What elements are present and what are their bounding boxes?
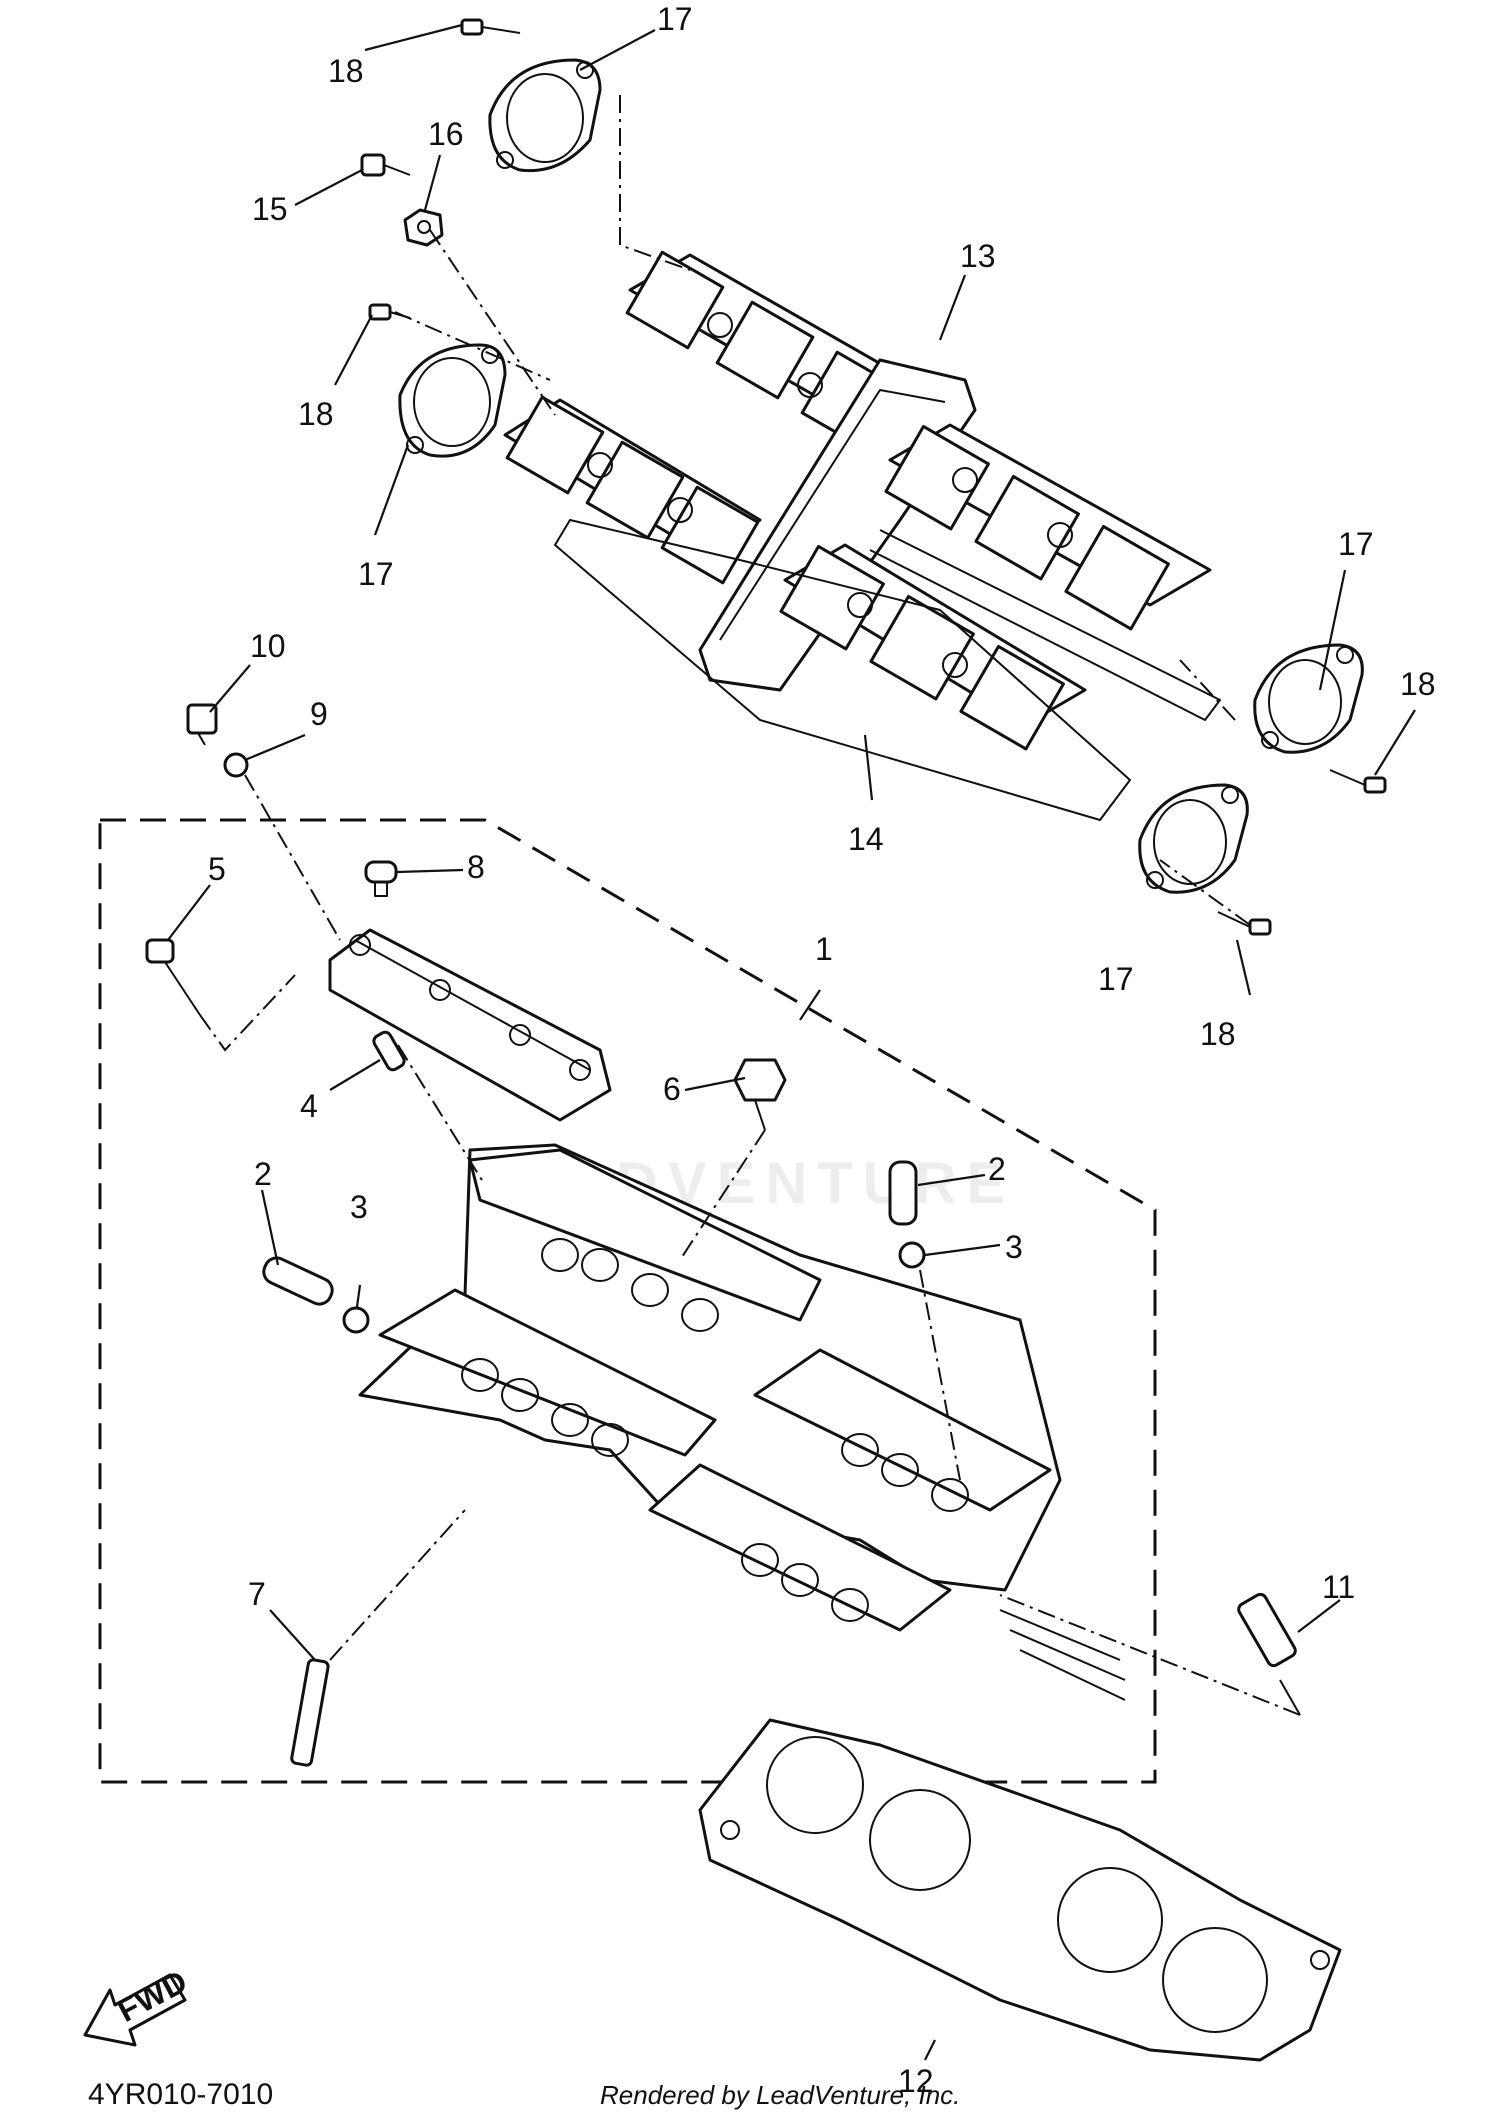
bolt-10 (186, 703, 218, 746)
callout-3: 3 (350, 1189, 368, 1225)
bolt-15 (360, 153, 411, 177)
bolt-18-right-top (1329, 769, 1387, 794)
callout-13: 13 (960, 238, 996, 274)
camshaft-cap-assembly (328, 928, 612, 1122)
cap-17-right-top (1253, 643, 1364, 754)
cap-17-top (488, 58, 602, 173)
callout-11: 11 (1322, 1569, 1355, 1605)
cylinder-head (358, 1143, 1126, 1701)
plug-8 (364, 860, 398, 897)
stud-bolt-7 (290, 1658, 330, 1767)
callout-15: 15 (252, 191, 288, 227)
callout-18: 18 (1200, 1016, 1236, 1052)
callout-17: 17 (1338, 526, 1374, 562)
callout-4: 4 (300, 1088, 318, 1124)
dowel-4 (372, 1030, 406, 1072)
shim-3-left (342, 1306, 370, 1334)
callout-1: 1 (815, 931, 833, 967)
cap-17-left (398, 343, 507, 458)
cap-17-right-bottom (1138, 783, 1249, 894)
callout-16: 16 (428, 116, 464, 152)
callout-2: 2 (254, 1156, 272, 1192)
callout-12: 12 (898, 2063, 934, 2099)
callout-17: 17 (1098, 961, 1134, 997)
bolt-18-top (460, 18, 521, 36)
callout-5: 5 (208, 851, 226, 887)
camshaft-upper-left (503, 395, 762, 585)
lifter-2-left (262, 1256, 334, 1306)
diagram-reference-number: 4YR010-7010 (88, 2078, 274, 2111)
callout-9: 9 (310, 696, 328, 732)
washer-16 (403, 208, 444, 247)
callout-7: 7 (248, 1576, 266, 1612)
callout-6: 6 (663, 1071, 681, 1107)
cylinder-head-gasket (698, 1718, 1342, 2062)
callout-18: 18 (1400, 666, 1436, 702)
callout-17: 17 (657, 1, 693, 37)
callout-18: 18 (298, 396, 334, 432)
callout-2: 2 (988, 1151, 1006, 1187)
fwd-arrow-icon: FWD (83, 1963, 193, 2047)
spark-plug-11 (1237, 1592, 1301, 1716)
shim-3-right (898, 1241, 926, 1269)
callout-10: 10 (250, 628, 286, 664)
lifter-2-right (888, 1160, 918, 1226)
head-cover-gasket (554, 519, 1131, 821)
bolt-5 (145, 938, 201, 1016)
callout-17: 17 (358, 556, 394, 592)
render-credit: Rendered by LeadVenture, Inc. (600, 2080, 961, 2110)
callout-8: 8 (467, 849, 485, 885)
bolt-18-right-bottom (1217, 911, 1272, 936)
callout-18: 18 (328, 53, 364, 89)
assembly-boundary (98, 818, 1157, 1784)
callout-14: 14 (848, 821, 884, 857)
camshaft-lower-left (884, 423, 1212, 631)
plug-6 (733, 1058, 787, 1131)
callout-3: 3 (1005, 1229, 1023, 1265)
washer-9 (223, 752, 249, 778)
